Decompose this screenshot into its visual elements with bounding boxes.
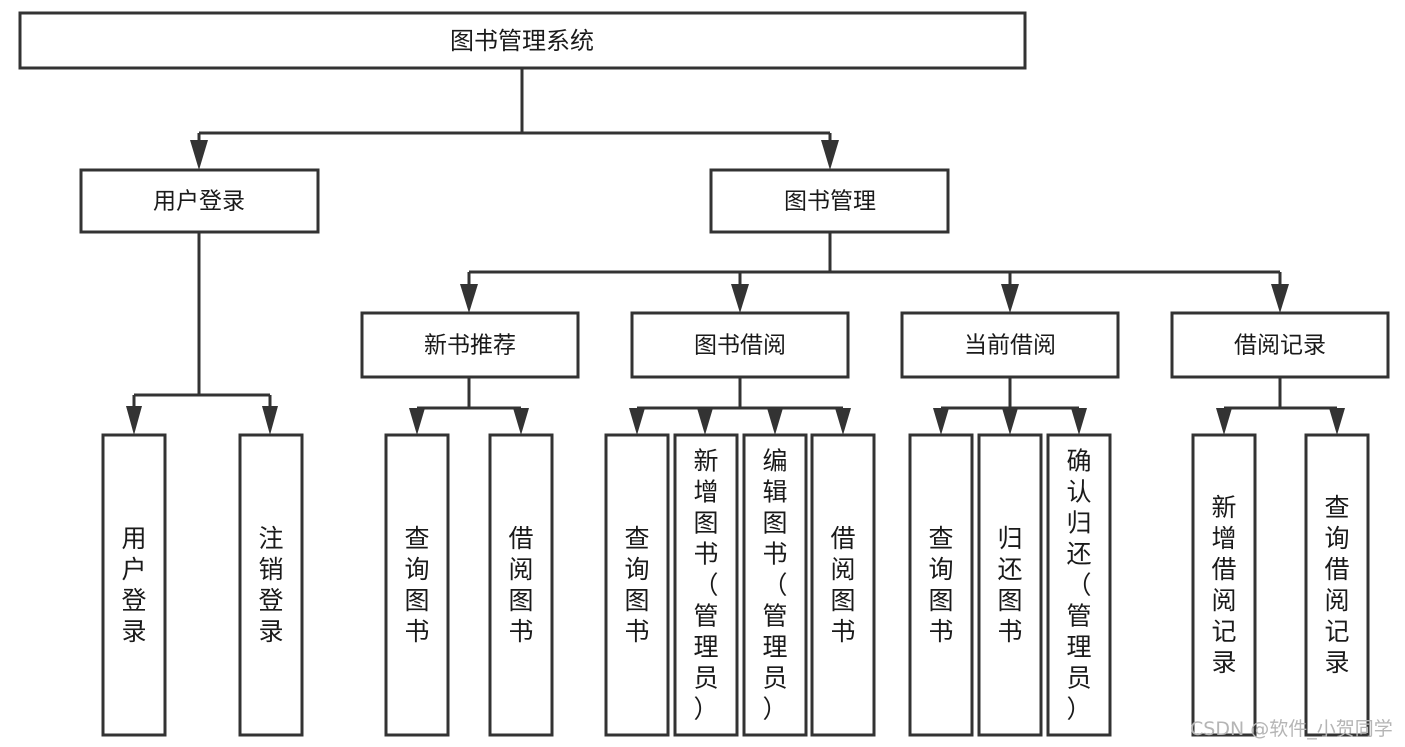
node-leaf-user-login[interactable]: 用户登录 (101, 433, 167, 737)
node-leaf-return-book[interactable]: 归还图书 (977, 433, 1043, 737)
node-leaf-user-login-box[interactable] (101, 433, 167, 737)
node-current-borrow-box[interactable] (900, 311, 1120, 379)
arrow-head-to-user-login (190, 140, 208, 170)
connector-bookmanage-to-bus (467, 232, 1282, 290)
connector-root-to-bus (197, 68, 832, 155)
arrow-head-to-leaf-query-record (1329, 408, 1345, 435)
node-leaf-edit-book-box[interactable] (742, 433, 808, 737)
arrow-head-to-leaf-borrow-book-2 (835, 408, 851, 435)
node-leaf-edit-book-label: 编辑图书（管理员） (762, 447, 787, 724)
node-leaf-query-book-2-label: 查询图书 (624, 524, 649, 646)
node-leaf-logout-label: 注销登录 (258, 524, 283, 646)
node-current-borrow[interactable]: 当前借阅 (900, 311, 1120, 379)
node-leaf-return-book-label: 归还图书 (997, 524, 1022, 646)
node-book-borrow[interactable]: 图书借阅 (630, 311, 850, 379)
node-leaf-add-book-label: 新增图书（管理员） (693, 447, 718, 724)
arrow-head-to-leaf-query-book-2 (629, 408, 645, 435)
node-root-label: 图书管理系统 (450, 27, 594, 55)
arrow-head-to-leaf-add-book (697, 408, 713, 435)
arrow-head-to-leaf-query-book-1 (409, 408, 425, 435)
node-leaf-add-record-box[interactable] (1191, 433, 1257, 737)
node-leaf-logout[interactable]: 注销登录 (238, 433, 304, 737)
node-leaf-query-record-label: 查询借阅记录 (1324, 493, 1349, 677)
node-leaf-borrow-book-2-label: 借阅图书 (830, 524, 855, 646)
node-leaf-return-book-box[interactable] (977, 433, 1043, 737)
connector-borrowrecord-to-bus (1222, 377, 1339, 415)
arrow-head-to-book-borrow (731, 284, 749, 313)
arrow-head-to-leaf-return-book (1002, 408, 1018, 435)
node-leaf-query-book-1[interactable]: 查询图书 (384, 433, 450, 737)
node-leaf-borrow-book-1[interactable]: 借阅图书 (488, 433, 554, 737)
node-user-login-box[interactable] (79, 168, 320, 234)
node-leaf-query-book-1-box[interactable] (384, 433, 450, 737)
node-root[interactable]: 图书管理系统 (18, 11, 1027, 70)
node-leaf-query-book-2[interactable]: 查询图书 (604, 433, 670, 737)
connector-bookborrow-to-bus (635, 377, 845, 415)
node-root-box[interactable] (18, 11, 1027, 70)
node-new-book-recommend-box[interactable] (360, 311, 580, 379)
node-leaf-add-book[interactable]: 新增图书（管理员） (673, 433, 739, 737)
node-leaf-add-record-label: 新增借阅记录 (1211, 493, 1236, 677)
node-borrow-record[interactable]: 借阅记录 (1170, 311, 1390, 379)
node-leaf-query-book-3-label: 查询图书 (928, 524, 953, 646)
node-current-borrow-label: 当前借阅 (964, 333, 1056, 359)
connector-userlogin-to-bus (132, 232, 272, 412)
node-leaf-user-login-label: 用户登录 (121, 524, 146, 646)
node-book-manage[interactable]: 图书管理 (709, 168, 950, 234)
node-leaf-borrow-book-2[interactable]: 借阅图书 (810, 433, 876, 737)
connector-layer (126, 68, 1345, 435)
node-user-login[interactable]: 用户登录 (79, 168, 320, 234)
node-leaf-query-book-3[interactable]: 查询图书 (908, 433, 974, 737)
node-leaf-add-record[interactable]: 新增借阅记录 (1191, 433, 1257, 737)
node-leaf-add-book-box[interactable] (673, 433, 739, 737)
csdn-watermark: CSDN @软件_小贺同学 (1190, 718, 1393, 740)
node-leaf-logout-box[interactable] (238, 433, 304, 737)
arrow-head-to-book-manage (821, 140, 839, 170)
node-book-manage-label: 图书管理 (784, 189, 876, 215)
node-leaf-borrow-book-2-box[interactable] (810, 433, 876, 737)
node-book-manage-box[interactable] (709, 168, 950, 234)
node-leaf-borrow-book-1-label: 借阅图书 (508, 524, 533, 646)
arrow-head-to-current-borrow (1001, 284, 1019, 313)
arrow-head-to-leaf-query-book-3 (933, 408, 949, 435)
arrow-head-to-leaf-logout (262, 406, 278, 435)
node-leaf-query-book-2-box[interactable] (604, 433, 670, 737)
node-leaf-edit-book[interactable]: 编辑图书（管理员） (742, 433, 808, 737)
arrow-head-to-leaf-edit-book (767, 408, 783, 435)
node-leaf-query-record-box[interactable] (1304, 433, 1370, 737)
arrow-head-to-leaf-add-record (1216, 408, 1232, 435)
node-leaf-confirm-return[interactable]: 确认归还（管理员） (1046, 433, 1112, 737)
node-leaf-query-book-3-box[interactable] (908, 433, 974, 737)
node-book-borrow-box[interactable] (630, 311, 850, 379)
node-leaf-confirm-return-box[interactable] (1046, 433, 1112, 737)
node-leaf-query-book-1-label: 查询图书 (404, 524, 429, 646)
connector-newbook-to-bus (415, 377, 523, 415)
node-borrow-record-label: 借阅记录 (1234, 333, 1326, 359)
node-leaf-confirm-return-label: 确认归还（管理员） (1066, 447, 1091, 724)
node-new-book-recommend-label: 新书推荐 (424, 333, 516, 359)
node-new-book-recommend[interactable]: 新书推荐 (360, 311, 580, 379)
node-borrow-record-box[interactable] (1170, 311, 1390, 379)
node-user-login-label: 用户登录 (153, 189, 245, 215)
node-leaf-borrow-book-1-box[interactable] (488, 433, 554, 737)
node-book-borrow-label: 图书借阅 (694, 333, 786, 359)
arrow-head-to-borrow-record (1271, 284, 1289, 313)
arrow-head-to-leaf-borrow-book-1 (513, 408, 529, 435)
arrow-head-to-leaf-confirm-return (1071, 408, 1087, 435)
arrow-head-to-leaf-user-login (126, 406, 142, 435)
node-leaf-query-record[interactable]: 查询借阅记录 (1304, 433, 1370, 737)
arrow-head-to-new-book-recommend (460, 284, 478, 313)
